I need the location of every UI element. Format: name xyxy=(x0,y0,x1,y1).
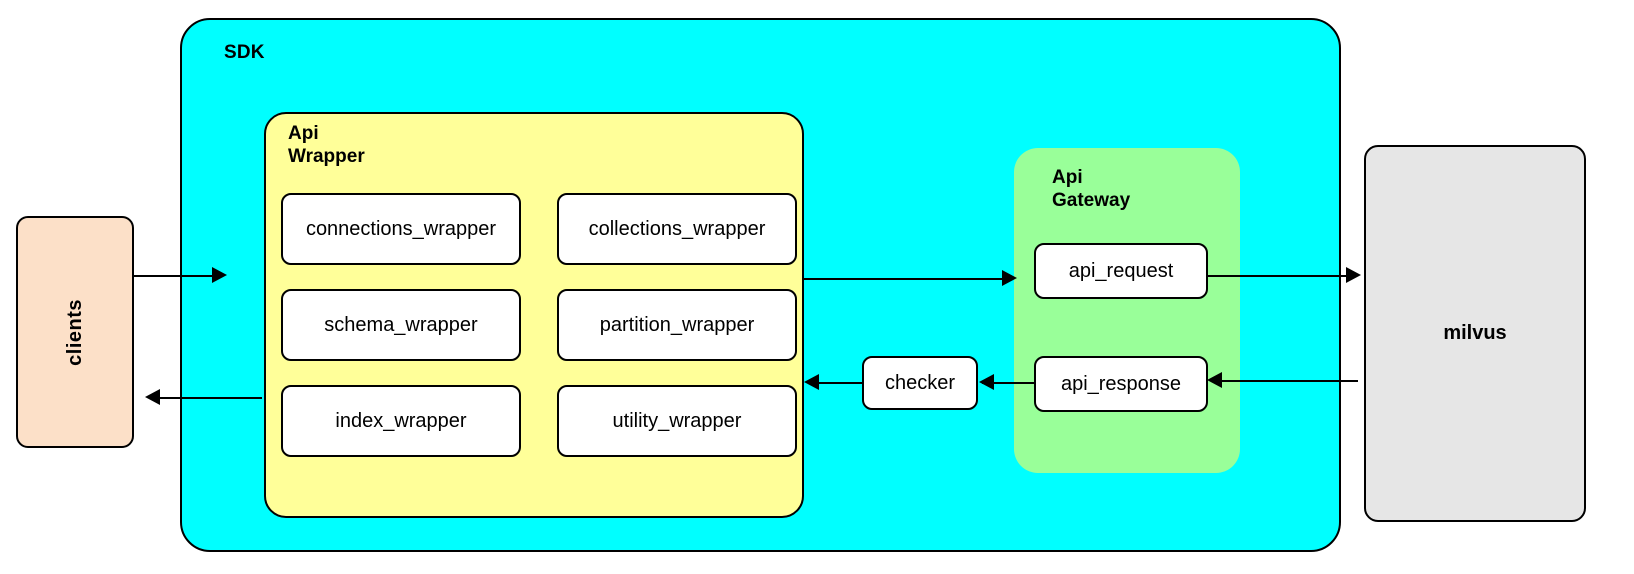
milvus-label: milvus xyxy=(1443,322,1507,344)
api-wrapper-label: Api Wrapper xyxy=(288,123,365,168)
api-request-label: api_request xyxy=(1068,259,1174,282)
module-schema-wrapper[interactable]: schema_wrapper xyxy=(281,289,521,361)
flow-checker-to-api-wrapper-line xyxy=(810,382,862,384)
flow-api-request-to-milvus-line xyxy=(1206,275,1348,277)
api-response-node[interactable]: api_response xyxy=(1034,356,1208,412)
module-label: utility_wrapper xyxy=(612,409,742,432)
module-label: connections_wrapper xyxy=(305,217,497,240)
flow-api-response-to-checker-line xyxy=(982,382,1034,384)
milvus-node[interactable]: milvus xyxy=(1364,145,1586,522)
flow-clients-to-sdk-head xyxy=(212,267,227,283)
api-gateway-label: Api Gateway xyxy=(1052,167,1131,212)
flow-sdk-to-clients-head xyxy=(145,389,160,405)
flow-api-response-to-checker-head xyxy=(979,374,994,390)
module-label: collections_wrapper xyxy=(588,217,766,240)
module-index-wrapper[interactable]: index_wrapper xyxy=(281,385,521,457)
flow-milvus-to-api-response-line xyxy=(1222,380,1358,382)
sdk-container[interactable]: SDK Api Wrapper connections_wrapper coll… xyxy=(180,18,1341,552)
api-wrapper-container[interactable]: Api Wrapper connections_wrapper collecti… xyxy=(264,112,804,518)
flow-milvus-to-api-response-head xyxy=(1207,372,1222,388)
checker-label: checker xyxy=(884,371,956,394)
flow-clients-to-sdk-line xyxy=(134,275,214,277)
module-label: partition_wrapper xyxy=(599,313,755,336)
flow-sdk-to-clients-line xyxy=(160,397,262,399)
module-label: schema_wrapper xyxy=(324,313,478,336)
module-label: index_wrapper xyxy=(335,409,467,432)
api-response-label: api_response xyxy=(1060,372,1182,395)
sdk-label: SDK xyxy=(224,42,265,63)
clients-label: clients xyxy=(63,298,86,366)
flow-checker-to-api-wrapper-head xyxy=(804,374,819,390)
clients-node[interactable]: clients xyxy=(16,216,134,448)
module-collections-wrapper[interactable]: collections_wrapper xyxy=(557,193,797,265)
module-connections-wrapper[interactable]: connections_wrapper xyxy=(281,193,521,265)
flow-api-wrapper-to-api-gateway-line xyxy=(804,278,1010,280)
checker-node[interactable]: checker xyxy=(862,356,978,410)
flow-api-wrapper-to-api-gateway-head xyxy=(1002,270,1017,286)
api-gateway-container[interactable]: Api Gateway api_request api_response xyxy=(1014,148,1240,473)
flow-api-request-to-milvus-head xyxy=(1346,267,1361,283)
module-partition-wrapper[interactable]: partition_wrapper xyxy=(557,289,797,361)
module-utility-wrapper[interactable]: utility_wrapper xyxy=(557,385,797,457)
api-request-node[interactable]: api_request xyxy=(1034,243,1208,299)
